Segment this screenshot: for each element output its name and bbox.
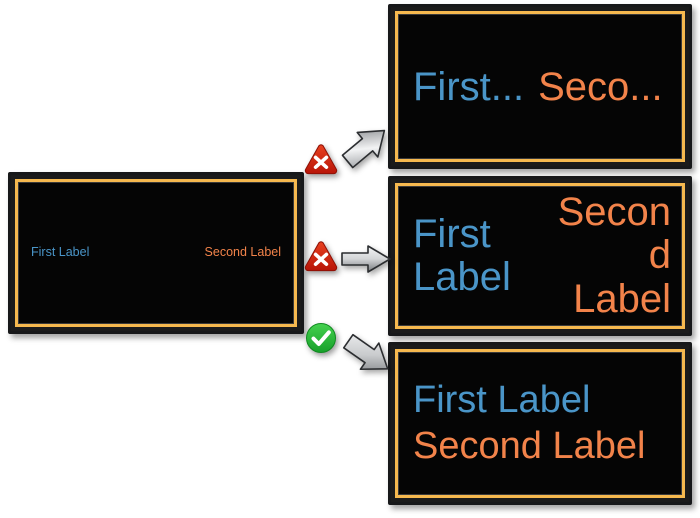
- source-first-label: First Label: [31, 245, 90, 260]
- stacked-second-label: Second Label: [413, 424, 646, 467]
- arrow-down-right-icon: [340, 332, 396, 378]
- panel-screen: First Label Second Label: [398, 352, 682, 495]
- error-x-triangle-icon: [303, 239, 339, 275]
- panel-screen: First Label Second Label: [18, 182, 294, 324]
- panel-gold-frame: First Label Second Label: [15, 179, 297, 327]
- arrow-right-icon: [340, 243, 392, 275]
- truncated-result-panel[interactable]: First... Seco...: [388, 4, 692, 169]
- stacked-first-label: First Label: [413, 378, 591, 421]
- source-layout-panel[interactable]: First Label Second Label: [8, 172, 304, 334]
- panel-gold-frame: First... Seco...: [395, 11, 685, 162]
- stacked-column: First Label Second Label: [399, 353, 681, 494]
- error-x-triangle-icon: [303, 142, 339, 178]
- truncated-second-label: Seco...: [538, 64, 663, 109]
- stacked-result-panel[interactable]: First Label Second Label: [388, 342, 692, 505]
- check-circle-icon: [303, 320, 339, 356]
- panel-screen: First... Seco...: [398, 14, 682, 159]
- truncated-row: First... Seco...: [399, 15, 681, 158]
- panel-gold-frame: First Label Second Label: [395, 349, 685, 498]
- arrow-up-right-icon: [338, 122, 394, 170]
- source-second-label: Second Label: [204, 245, 281, 260]
- truncated-first-label: First...: [413, 64, 525, 109]
